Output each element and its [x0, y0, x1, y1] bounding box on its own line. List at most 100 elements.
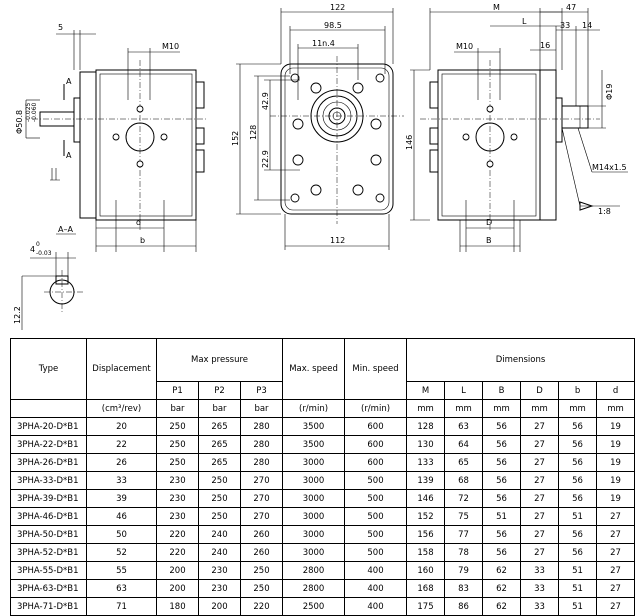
table-cell: 51	[558, 579, 598, 598]
table-cell-type: 3PHA-63-D*B1	[10, 579, 87, 598]
table-cell: 220	[239, 597, 284, 616]
subheader-d-upper: D	[520, 381, 560, 400]
table-cell: 51	[558, 597, 598, 616]
table-cell: 27	[596, 507, 636, 526]
subheader-p1: P1	[156, 381, 199, 400]
table-cell: 500	[344, 489, 408, 508]
technical-drawing: A A 5 M10 Φ50.8 -0.025 -0.060 d b A–A	[13, 3, 628, 330]
table-cell: 75	[444, 507, 484, 526]
dim-47: 47	[566, 3, 576, 12]
table-cell: 56	[558, 453, 598, 472]
table-cell: 19	[596, 471, 636, 490]
table-cell: 270	[239, 489, 284, 508]
dim-m10-left: M10	[162, 42, 179, 51]
table-cell: 62	[482, 597, 522, 616]
table-cell: 56	[482, 471, 522, 490]
table-cell-type: 3PHA-46-D*B1	[10, 507, 87, 526]
table-cell: 27	[596, 561, 636, 580]
dim-shaft-dia: Φ50.8	[15, 110, 24, 134]
header-max-speed: Max. speed	[282, 338, 346, 400]
table-cell: 240	[198, 543, 241, 562]
table-cell: 280	[239, 453, 284, 472]
table-cell: 51	[482, 507, 522, 526]
section-aa-title: A–A	[58, 225, 73, 234]
table-cell: 3000	[282, 525, 346, 544]
front-view: 122 98.5 11n.4 152 128 42.9 22.9 112	[231, 3, 404, 250]
table-cell: 56	[558, 489, 598, 508]
dim-B-lower: B	[486, 236, 492, 245]
table-cell: 230	[198, 579, 241, 598]
dim-key-width: 4	[30, 245, 35, 254]
header-max-pressure: Max pressure	[155, 338, 284, 382]
table-cell: 19	[596, 435, 636, 454]
table-cell: 56	[482, 489, 522, 508]
table-cell-type: 3PHA-20-D*B1	[10, 417, 87, 436]
header-min-speed: Min. speed	[344, 338, 408, 400]
table-cell-type: 3PHA-55-D*B1	[10, 561, 87, 580]
table-cell: 128	[406, 417, 446, 436]
dim-152: 152	[231, 131, 240, 146]
table-cell: 27	[596, 543, 636, 562]
table-cell: 3500	[282, 435, 346, 454]
subheader-b-lower: b	[558, 381, 598, 400]
dim-98-5: 98.5	[324, 21, 342, 30]
table-cell: 250	[156, 435, 199, 454]
right-side-view: M 47 L 33 14 M10 16 146 Φ19 M	[405, 3, 628, 252]
table-cell-type: 3PHA-33-D*B1	[10, 471, 87, 490]
table-cell: 270	[239, 507, 284, 526]
table-cell: 51	[558, 561, 598, 580]
table-cell: 250	[156, 417, 199, 436]
table-cell: 265	[198, 453, 241, 472]
dim-16: 16	[540, 41, 550, 50]
table-cell: 71	[86, 597, 157, 616]
table-cell: 160	[406, 561, 446, 580]
table-cell: 600	[344, 417, 408, 436]
table-cell: 56	[482, 453, 522, 472]
table-cell: 400	[344, 597, 408, 616]
table-cell-type: 3PHA-22-D*B1	[10, 435, 87, 454]
table-cell: 33	[520, 579, 560, 598]
table-cell: 230	[156, 471, 199, 490]
table-cell: 27	[520, 525, 560, 544]
header-dimensions: Dimensions	[406, 338, 636, 382]
table-cell: 72	[444, 489, 484, 508]
table-cell: 62	[482, 579, 522, 598]
table-cell: 46	[86, 507, 157, 526]
table-cell: 250	[198, 507, 241, 526]
table-cell: 2800	[282, 561, 346, 580]
table-cell: 600	[344, 435, 408, 454]
dim-taper: 1:8	[598, 207, 611, 216]
dim-128: 128	[249, 125, 258, 140]
dim-m14: M14x1.5	[592, 163, 627, 172]
dim-42-9: 42.9	[261, 92, 270, 110]
table-cell: 158	[406, 543, 446, 562]
table-cell: 500	[344, 543, 408, 562]
units-displacement: (cm³/rev)	[86, 399, 157, 418]
dim-shaft-dia-tol-upper: -0.025	[25, 102, 32, 122]
table-cell: 33	[520, 561, 560, 580]
units-min-speed: (r/min)	[344, 399, 408, 418]
table-cell: 400	[344, 579, 408, 598]
table-cell: 260	[239, 525, 284, 544]
table-cell: 230	[156, 507, 199, 526]
subheader-l: L	[444, 381, 484, 400]
table-cell: 3000	[282, 471, 346, 490]
table-cell: 50	[86, 525, 157, 544]
table-cell: 79	[444, 561, 484, 580]
table-cell: 168	[406, 579, 446, 598]
table-cell: 3000	[282, 453, 346, 472]
table-cell: 78	[444, 543, 484, 562]
table-cell: 156	[406, 525, 446, 544]
table-units-row: (cm³/rev) bar bar bar (r/min) (r/min) mm…	[10, 399, 636, 418]
table-cell: 51	[558, 507, 598, 526]
subheader-d-lower: d	[596, 381, 636, 400]
table-cell: 400	[344, 561, 408, 580]
table-cell: 500	[344, 525, 408, 544]
table-cell-type: 3PHA-50-D*B1	[10, 525, 87, 544]
dim-m10-right: M10	[456, 42, 473, 51]
units-d-lower: mm	[596, 399, 636, 418]
table-cell: 56	[482, 435, 522, 454]
